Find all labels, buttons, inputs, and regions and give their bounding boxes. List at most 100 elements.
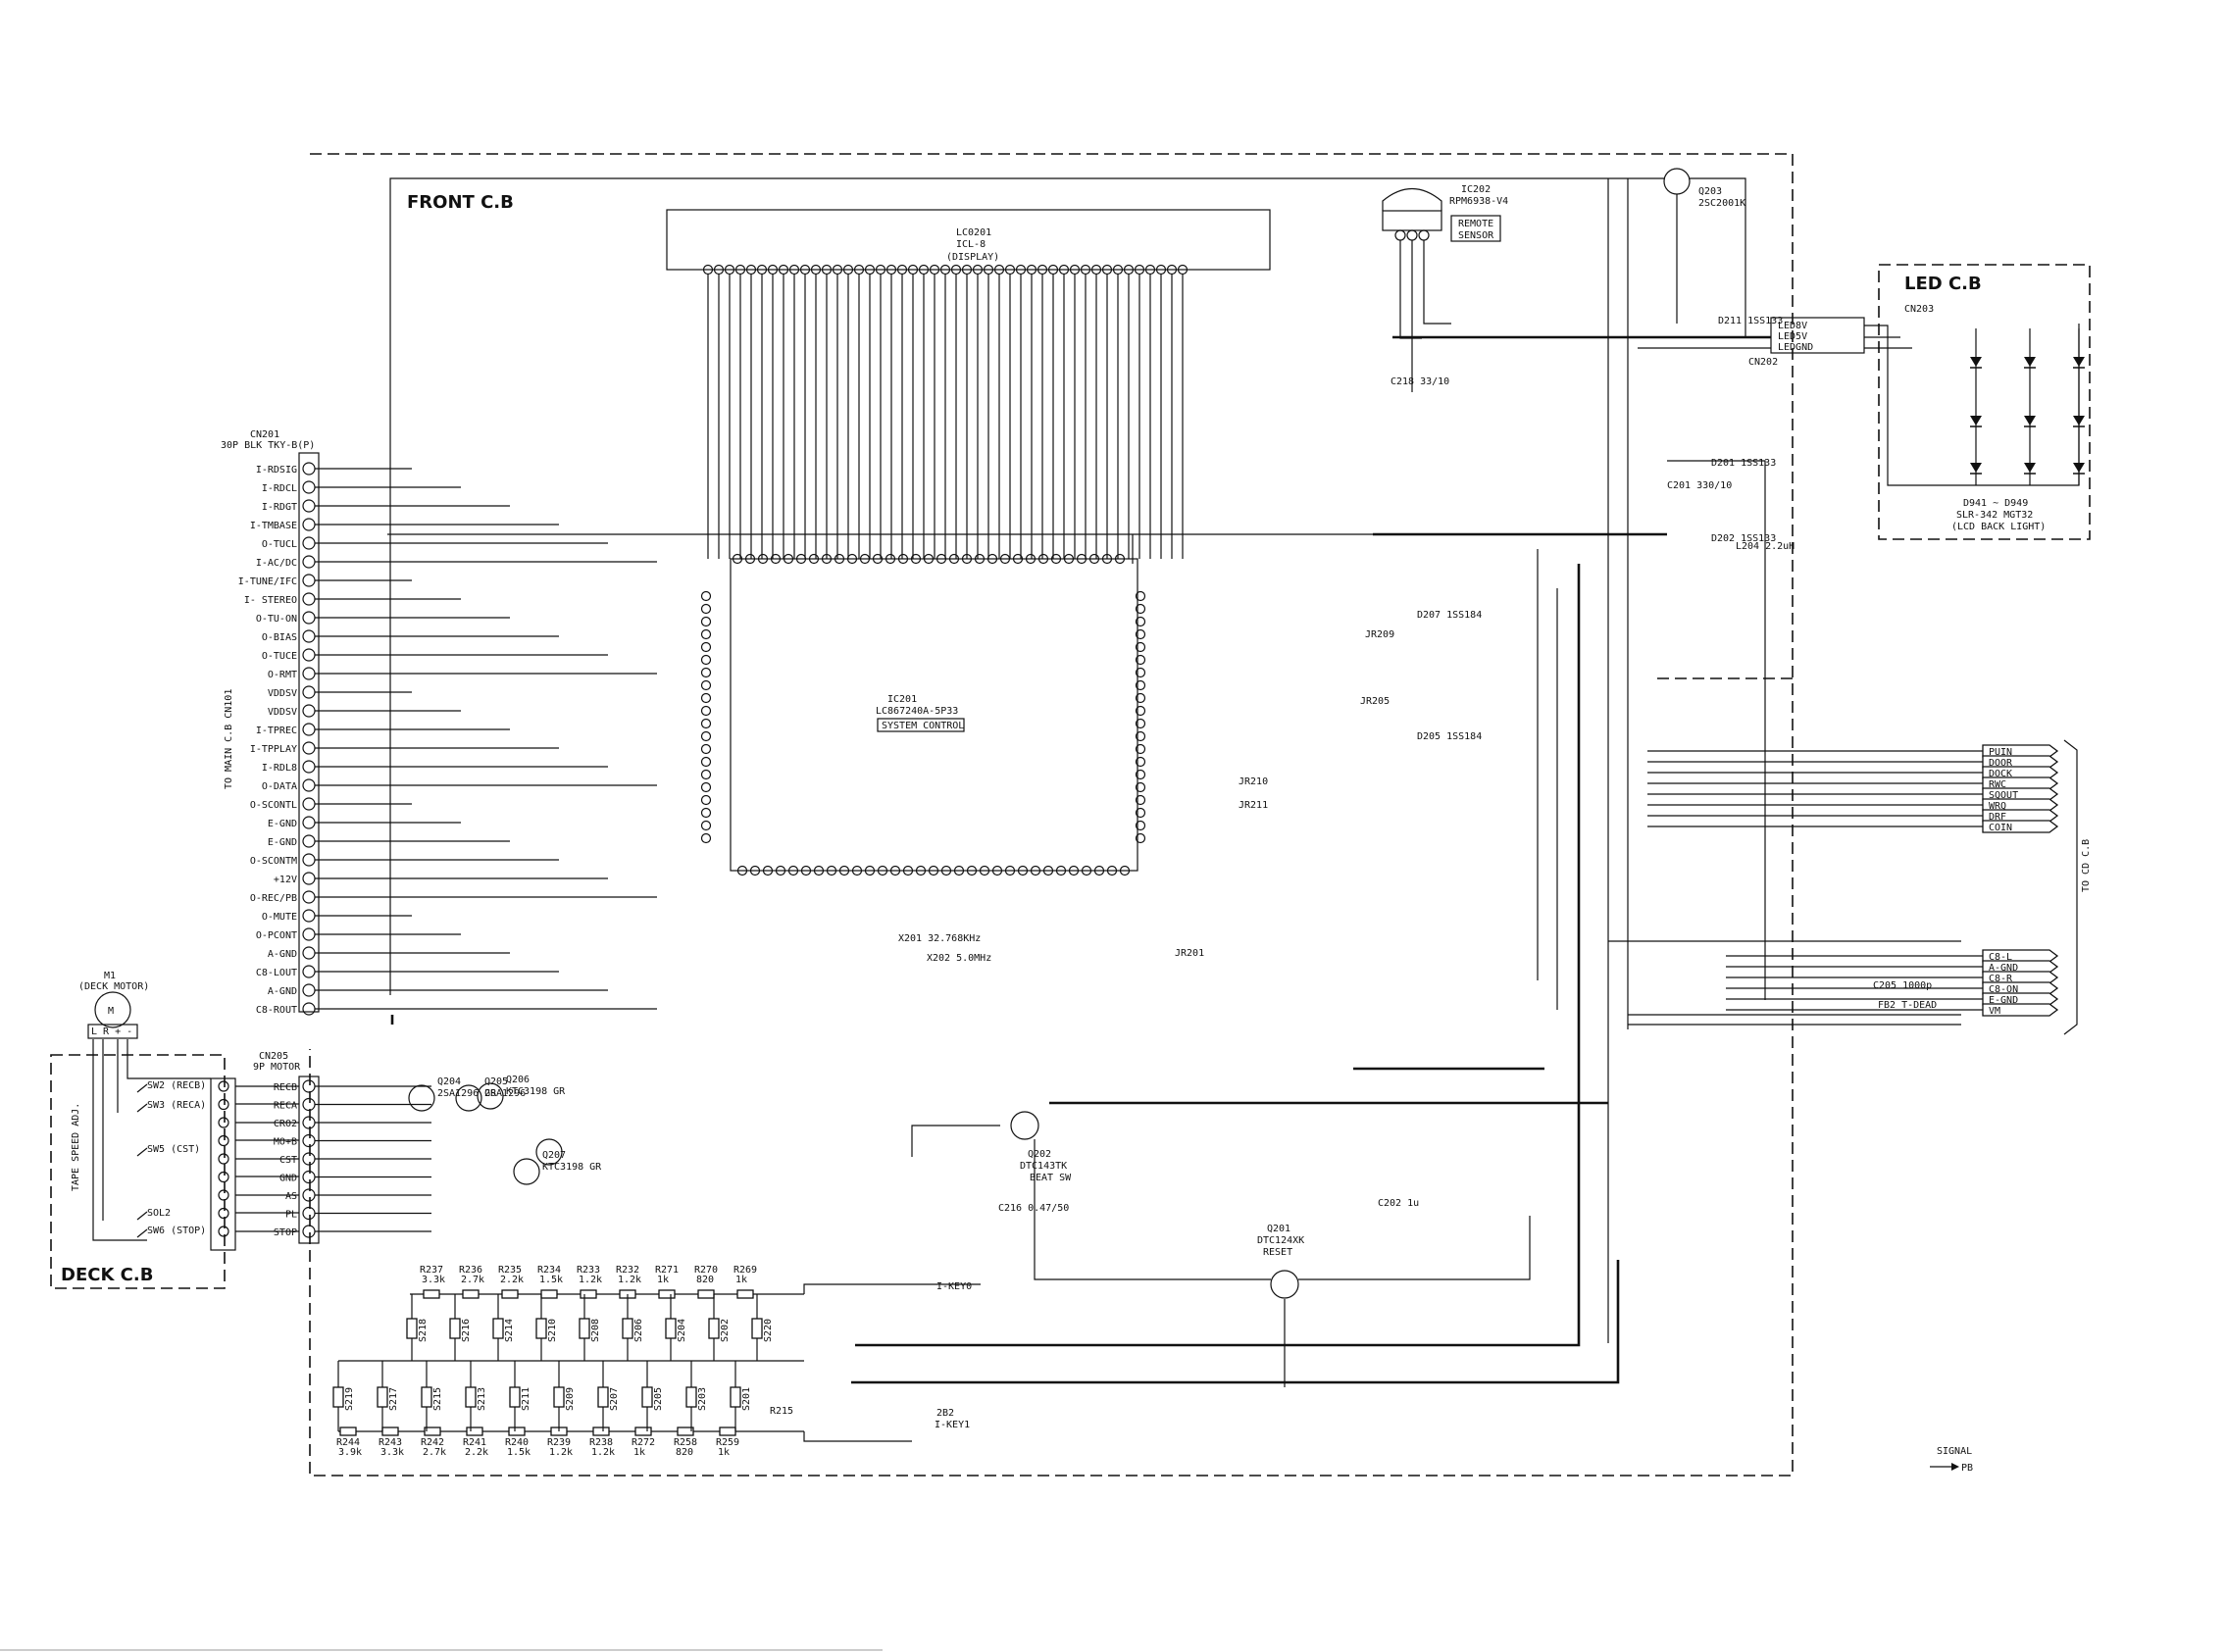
deck-pin xyxy=(218,1098,229,1111)
lcd-pin xyxy=(821,264,833,275)
key-switch xyxy=(730,1386,741,1408)
ic-pin xyxy=(859,553,871,565)
cd-bus-tag xyxy=(1982,960,2059,974)
cd-bus-tag xyxy=(1982,766,2059,779)
lcd-pin xyxy=(875,264,886,275)
svg-text:Q203: Q203 xyxy=(1698,186,1722,197)
ic-pin xyxy=(1135,679,1146,691)
svg-text:CN203: CN203 xyxy=(1904,304,1934,315)
resistor-ref: R243 xyxy=(379,1437,402,1448)
resistor xyxy=(540,1289,558,1299)
cn201-pin-label: O-MUTE xyxy=(262,912,297,923)
resistor-ref: R269 xyxy=(733,1265,757,1276)
ic-pin xyxy=(1042,865,1054,876)
resistor-val: 1.2k xyxy=(549,1447,573,1458)
cn201-pin xyxy=(302,741,316,755)
cn201-pin xyxy=(302,778,316,792)
ic-pin xyxy=(948,553,960,565)
cn201-pin xyxy=(302,872,316,885)
resistor-val: 1k xyxy=(718,1447,730,1458)
resistor-val: 820 xyxy=(696,1275,714,1285)
component-label: FB2 T-DEAD xyxy=(1878,1000,1937,1011)
resistor-val: 1k xyxy=(735,1275,747,1285)
key-switch xyxy=(751,1318,763,1339)
cd-bus-label: C8-ON xyxy=(1989,984,2018,995)
lcd-pin xyxy=(702,264,714,275)
system-control-ic: IC201 LC867240A-5P33 SYSTEM CONTROL xyxy=(700,553,1146,876)
component-label: X202 5.0MHz xyxy=(927,953,991,964)
lcd-pin xyxy=(864,264,876,275)
ic-pin xyxy=(1135,743,1146,755)
cn201-pin-label: O-DATA xyxy=(262,781,297,792)
cn201-pin xyxy=(302,648,316,662)
lcd-pin xyxy=(853,264,865,275)
deck-switch-contact xyxy=(136,1083,148,1093)
ic-pin xyxy=(1081,865,1092,876)
ic-pin xyxy=(700,756,712,768)
component-label: C216 0.47/50 xyxy=(998,1203,1069,1214)
ic-pin xyxy=(700,603,712,615)
cd-bus-tag xyxy=(1982,798,2059,812)
svg-text:DTC143TK: DTC143TK xyxy=(1020,1161,1067,1172)
resistor xyxy=(466,1427,483,1436)
lcd-pin xyxy=(1047,264,1059,275)
lcd-pin xyxy=(907,264,919,275)
ic-pin xyxy=(1135,590,1146,602)
cd-bus-tag xyxy=(1982,755,2059,769)
cn201-pin-label: A-GND xyxy=(268,986,297,997)
ic-pin xyxy=(915,865,927,876)
cn205-pin-label: AS xyxy=(285,1191,297,1202)
lcd-pin xyxy=(724,264,735,275)
cn201-pin-label: O-SCONTL xyxy=(250,800,297,811)
lcd-pin xyxy=(1080,264,1091,275)
cn201-pin-label: O-SCONTM xyxy=(250,856,297,867)
ic-pin xyxy=(838,865,850,876)
cn201-pin xyxy=(302,480,316,494)
ic-pin xyxy=(1068,865,1080,876)
resistor-ref: R233 xyxy=(577,1265,600,1276)
component-label: L204 2.2uH xyxy=(1736,541,1795,552)
cn201-pin xyxy=(302,965,316,978)
cn201-pin-label: A-GND xyxy=(268,949,297,960)
lcd-pin xyxy=(1144,264,1156,275)
transistor-symbol xyxy=(455,1084,482,1112)
lcd-pin xyxy=(767,264,779,275)
ic-pin xyxy=(762,865,774,876)
ic-pin xyxy=(897,553,909,565)
ic-pin xyxy=(700,820,712,831)
cn205-pin xyxy=(302,1133,316,1148)
ic-pin xyxy=(757,553,769,565)
ic-pin xyxy=(953,865,965,876)
ic-pin xyxy=(783,553,794,565)
svg-text:CN202: CN202 xyxy=(1748,357,1778,368)
transistor-part: 2SA1296 GR xyxy=(437,1088,497,1099)
resistor xyxy=(658,1289,676,1299)
ic-pin xyxy=(1135,718,1146,729)
ic-pin xyxy=(821,553,833,565)
ic-pin xyxy=(999,553,1011,565)
resistor-ref: R244 xyxy=(336,1437,360,1448)
ic-pin xyxy=(1135,654,1146,666)
remote-sensor: IC202 RPM6938-V4 REMOTE SENSOR xyxy=(1382,184,1508,392)
cn201-pin xyxy=(302,797,316,811)
key-switch xyxy=(622,1318,633,1339)
lcd-pin xyxy=(756,264,768,275)
key-switch xyxy=(492,1318,504,1339)
deck-switch-contact xyxy=(136,1211,148,1221)
svg-text:(DISPLAY): (DISPLAY) xyxy=(946,252,999,263)
svg-text:ICL-8: ICL-8 xyxy=(956,239,986,250)
key-switch-label: S204 xyxy=(677,1319,687,1342)
ic-pin xyxy=(1076,553,1087,565)
key-switch-label: S208 xyxy=(590,1319,601,1342)
key-switch-label: S202 xyxy=(720,1319,731,1342)
cn201-pin xyxy=(302,890,316,904)
cn205-pin xyxy=(302,1097,316,1112)
transistor-label: Q206 xyxy=(506,1075,530,1085)
lcd-pin xyxy=(1026,264,1037,275)
key-switch-label: S201 xyxy=(741,1387,752,1411)
resistor xyxy=(508,1427,526,1436)
ic-pin xyxy=(1030,865,1041,876)
cn201-pin-label: +12V xyxy=(274,875,297,885)
led-board-title: LED C.B xyxy=(1904,274,1982,294)
component-label: JR205 xyxy=(1360,696,1390,707)
